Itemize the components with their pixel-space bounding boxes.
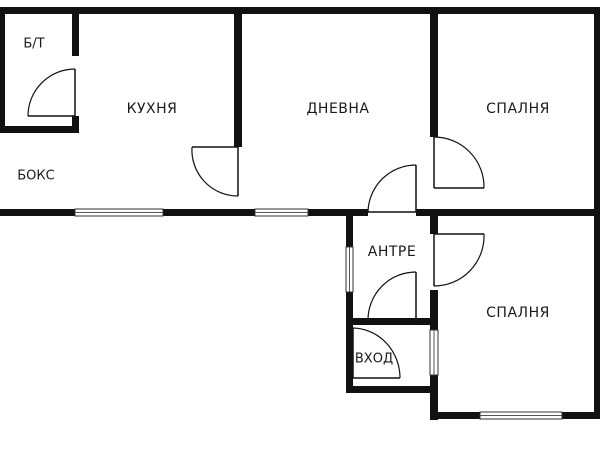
wall-hall-right-lower [430, 290, 438, 330]
room-labels: Б/Т КУХНЯ БОКС ДНЕВНА СПАЛНЯ АНТРЕ СПАЛН… [17, 37, 550, 367]
room-label-bt: Б/Т [23, 37, 44, 52]
window-hall [345, 246, 354, 293]
door-bt [27, 68, 76, 117]
doors [27, 68, 485, 379]
wall-entrance-right [430, 375, 438, 420]
room-label-hall: АНТРЕ [368, 244, 416, 260]
wall-bedroom2-bottom-right [562, 412, 600, 419]
wall-bt-kitchen [72, 7, 79, 56]
wall-top [0, 7, 600, 14]
door-kitchen-living [191, 146, 239, 197]
wall-kitchen-living-upper [234, 7, 242, 147]
wall-main-bottom-left [0, 209, 75, 216]
room-label-kitchen: КУХНЯ [127, 101, 178, 117]
wall-entrance-left [346, 318, 353, 392]
wall-left [0, 7, 5, 133]
wall-hall-right-upper [430, 209, 438, 234]
room-label-bedroom1: СПАЛНЯ [486, 101, 550, 117]
window-bedroom2 [479, 411, 563, 420]
wall-hall-left-mid [346, 292, 353, 332]
wall-entrance-bottom [346, 386, 438, 393]
room-label-bedroom2: СПАЛНЯ [486, 305, 550, 321]
wall-hall-entrance [346, 318, 438, 325]
wall-bt-bottom [0, 126, 78, 133]
wall-main-bottom-mid2 [308, 209, 368, 216]
window-entrance [429, 329, 439, 376]
room-label-entrance: ВХОД [355, 352, 393, 367]
window-kitchen [74, 208, 164, 217]
wall-living-bedroom-upper [430, 7, 438, 137]
door-hall-bedroom2 [433, 233, 485, 287]
door-hall-entrance [367, 271, 417, 321]
door-entrance [352, 327, 401, 379]
wall-hall-left [346, 209, 353, 247]
walls [0, 7, 600, 420]
wall-main-bottom-right [416, 209, 600, 216]
wall-bedroom2-bottom-left [430, 412, 480, 419]
wall-bt-kitchen-lower [72, 116, 79, 133]
room-label-living: ДНЕВНА [306, 101, 369, 117]
door-hall-living [367, 164, 417, 213]
room-label-box: БОКС [17, 169, 54, 184]
door-living-bedroom1 [433, 136, 485, 189]
window-living [254, 208, 309, 217]
windows [74, 208, 563, 420]
wall-main-bottom-mid1 [163, 209, 255, 216]
